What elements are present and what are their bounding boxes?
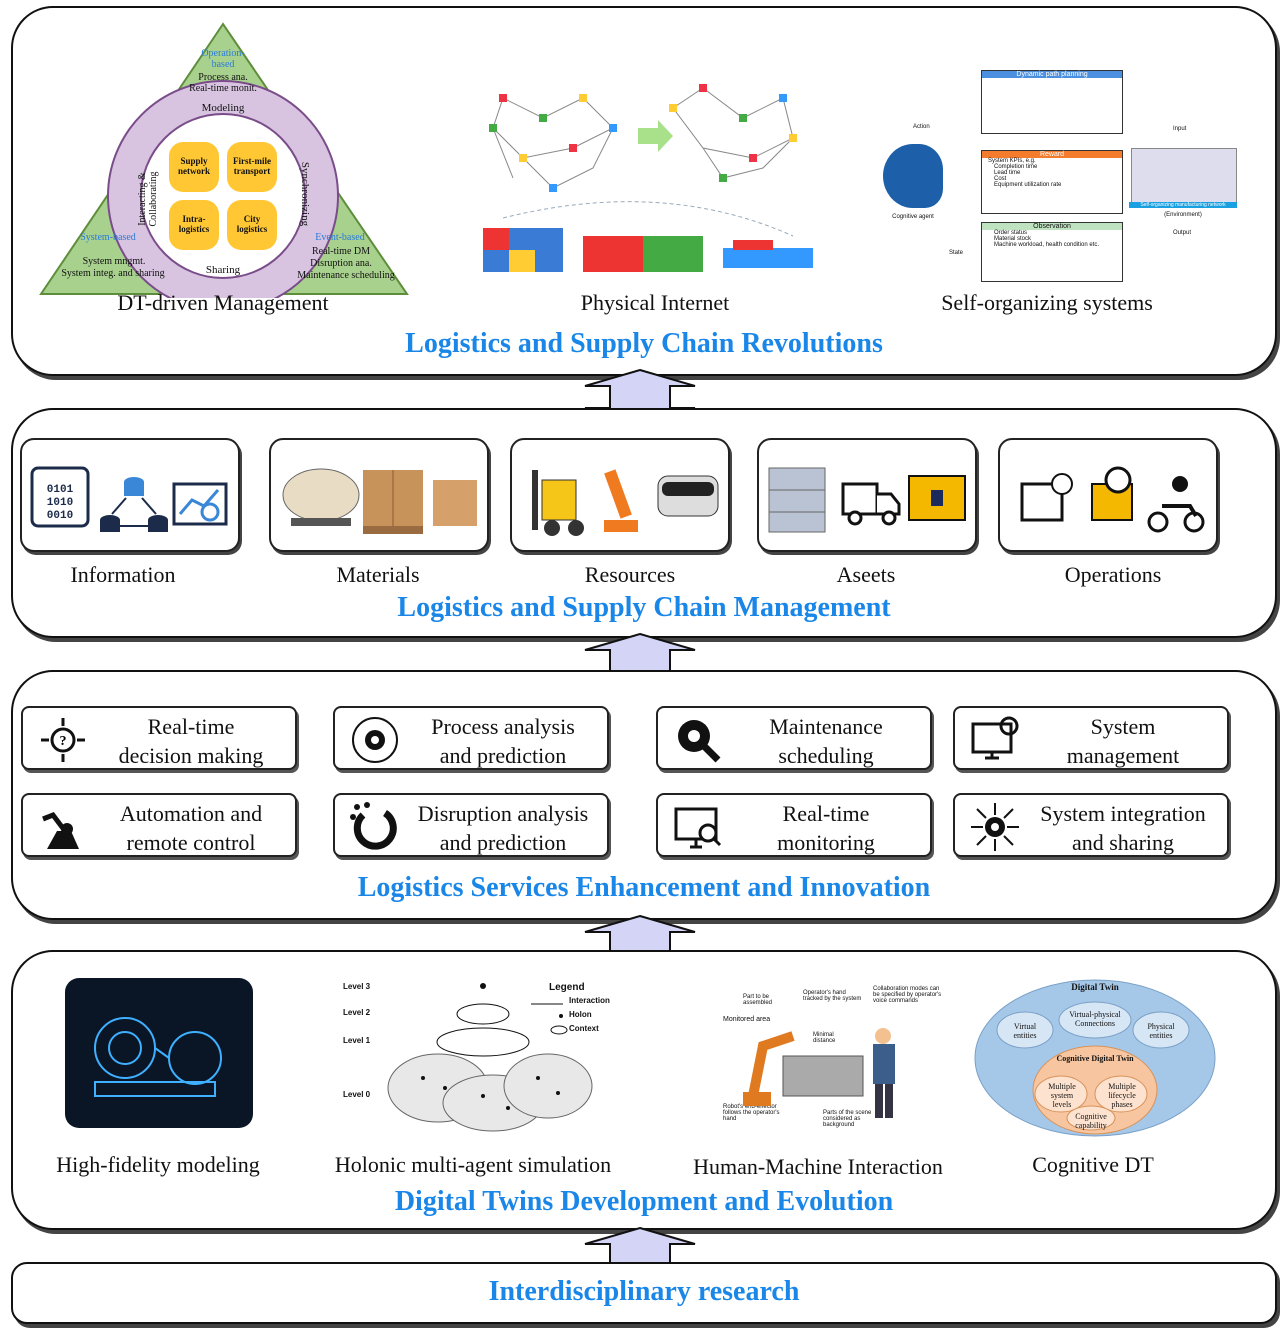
caption-self-organizing: Self-organizing systems	[941, 290, 1153, 315]
quad-supply-network: Supply network	[178, 156, 210, 176]
caption-holonic: Holonic multi-agent simulation	[334, 1152, 612, 1177]
cognitive-dt-figure: Digital Twin Virtual entities Virtual-ph…	[973, 978, 1217, 1138]
event-based-label: Event-based	[315, 232, 365, 243]
system-mgmt-icon	[971, 716, 1019, 760]
reward-box: Reward System KPIs, e.g. Completion time…	[981, 150, 1123, 214]
quad-first-mile: First-mile transport	[233, 156, 271, 176]
svg-text:0010: 0010	[47, 510, 73, 522]
integration-icon	[971, 803, 1019, 851]
caption-information: Information	[70, 562, 176, 587]
robot-arm-icon	[42, 811, 79, 849]
caption-hmi: Human-Machine Interaction	[693, 1154, 943, 1179]
research-title: Interdisciplinary research	[488, 1276, 800, 1307]
synchronizing-label: Synchronizing	[299, 161, 311, 227]
operation-based-label: Operation-based	[201, 48, 245, 70]
hmi-figure: Monitored area Part to be assembled Oper…	[723, 986, 942, 1128]
caption-assets: Aseets	[836, 562, 896, 587]
system-integ-label: System integ. and sharing	[61, 268, 165, 279]
system-based-label: System-based	[80, 232, 136, 243]
physical-internet-figure	[483, 84, 813, 272]
caption-dt-management: DT-driven Management	[117, 290, 329, 315]
quad-city-logistics: City logistics	[236, 214, 268, 234]
card-resources	[510, 438, 730, 552]
revolutions-panel: Operation-based Process ana. Real-time m…	[11, 6, 1277, 376]
process-icon	[352, 717, 398, 763]
dt-management-figure	[39, 22, 409, 298]
system-mngmt-label: System mngmt.	[82, 256, 146, 267]
card-operations	[998, 438, 1218, 552]
high-fidelity-image	[65, 978, 253, 1128]
management-title: Logistics and Supply Chain Management	[397, 592, 891, 623]
operations-icons	[1020, 466, 1205, 533]
caption-high-fidelity: High-fidelity modeling	[56, 1152, 260, 1177]
svg-text:?: ?	[60, 734, 67, 749]
dynamic-path-box: Dynamic path planning	[981, 70, 1123, 134]
materials-icons	[282, 468, 477, 534]
disruption-ana-label: Disruption ana.	[310, 258, 372, 269]
process-ana-label: Process ana.	[198, 72, 248, 83]
services-title: Logistics Services Enhancement and Innov…	[357, 872, 931, 903]
card-information: 0101 1010 0010	[20, 438, 240, 552]
caption-resources: Resources	[584, 562, 676, 587]
caption-materials: Materials	[336, 562, 420, 587]
caption-physical-internet: Physical Internet	[580, 290, 730, 315]
card-assets	[757, 438, 977, 552]
self-organizing-figure: Dynamic path planning Reward System KPIs…	[873, 64, 1237, 294]
caption-operations: Operations	[1064, 562, 1162, 587]
maintenance-icon	[678, 720, 721, 763]
dt-triangle-labels: Operation-based Process ana. Real-time m…	[33, 18, 413, 298]
information-icons: 0101 1010 0010	[30, 466, 228, 532]
development-panel: Level 3 Level 2 Level 1 Level 0 Legend I…	[11, 950, 1277, 1230]
development-title: Digital Twins Development and Evolution	[394, 1186, 894, 1217]
svg-text:1010: 1010	[47, 497, 73, 509]
disruption-icon	[350, 802, 397, 850]
modeling-label: Modeling	[201, 102, 245, 114]
resources-icons	[532, 469, 719, 536]
observation-box: Observation Order status Material stock …	[981, 222, 1123, 282]
agent-head-icon	[883, 144, 943, 208]
card-materials	[269, 438, 489, 552]
decision-icon: ?	[41, 718, 85, 762]
quad-intra-logistics: Intra-logistics	[178, 214, 210, 234]
revolutions-title: Logistics and Supply Chain Revolutions	[405, 328, 883, 359]
network-image	[1131, 148, 1237, 204]
caption-cognitive-dt: Cognitive DT	[1032, 1152, 1154, 1177]
management-panel: 0101 1010 0010	[11, 408, 1277, 638]
realtime-dm-label: Real-time DM	[311, 246, 371, 257]
research-panel: Interdisciplinary research	[11, 1262, 1277, 1324]
holonic-figure: Level 3 Level 2 Level 1 Level 0 Legend I…	[333, 978, 633, 1138]
realtime-monit-label: Real-time monit.	[189, 83, 257, 94]
sharing-label: Sharing	[205, 264, 241, 276]
svg-text:0101: 0101	[47, 484, 74, 496]
monitoring-icon	[674, 807, 722, 849]
assets-icons	[768, 467, 966, 533]
maintenance-label: Maintenance scheduling	[297, 270, 395, 281]
